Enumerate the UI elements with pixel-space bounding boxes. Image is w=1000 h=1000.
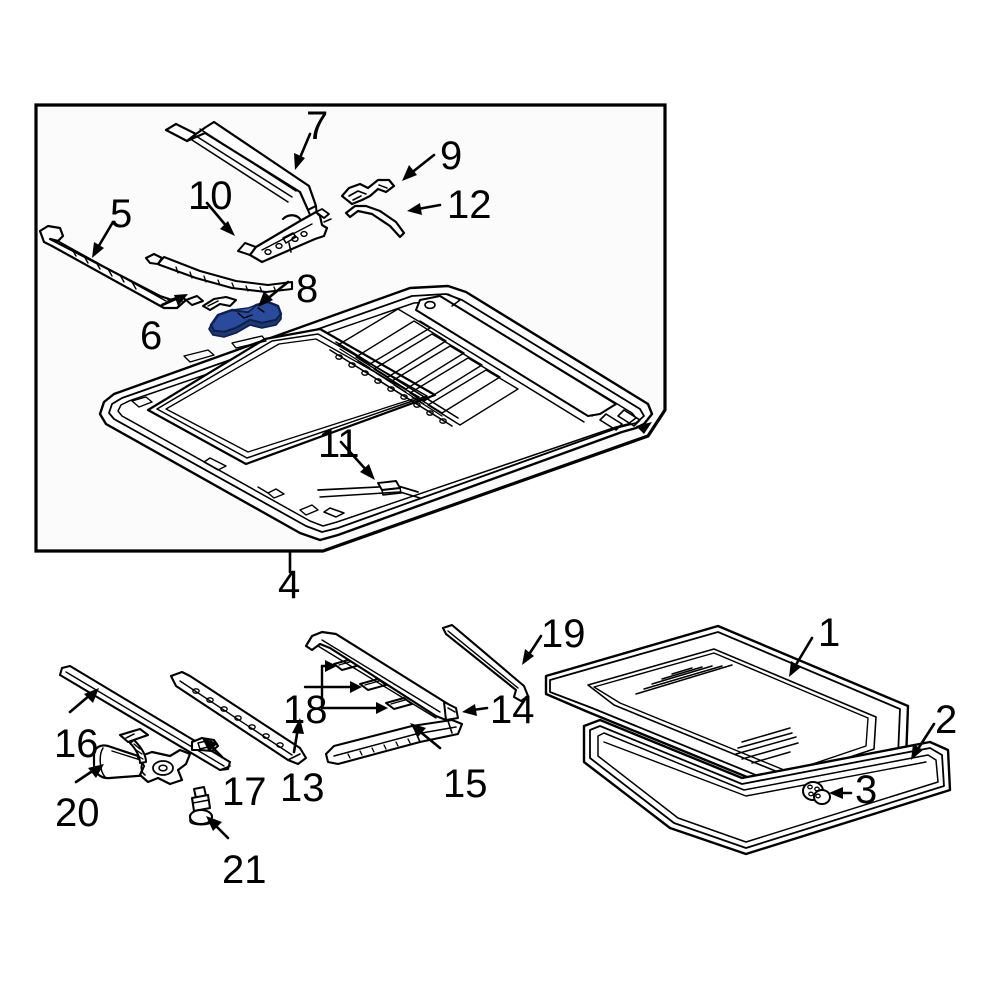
callout-3: 3 [855,768,878,812]
part-16-trim-strip [58,664,232,772]
part-14-end-cap [443,701,459,721]
callout-13: 13 [280,766,325,810]
callout-leaders [68,132,936,840]
callout-11: 11 [318,422,360,466]
sunshade-slat-panel [329,293,617,427]
callout-18: 18 [283,688,328,732]
callout-21: 21 [222,848,267,892]
part-15-guide-slide [324,718,464,766]
callout-15: 15 [443,762,488,806]
part-20-drive-motor [92,727,192,786]
part-21-bushing [188,786,214,826]
part-3-glass-fastener [802,781,831,805]
callout-19: 19 [541,612,586,656]
part-14-curved-rail [304,630,459,722]
callout-9: 9 [440,134,463,178]
callout-17: 17 [222,770,267,814]
callout-14: 14 [490,688,535,732]
part-9-latch-clip [340,178,396,206]
part-2-seal-frame [582,718,952,856]
part-10-perforated-rail [237,208,332,264]
callout-6: 6 [140,314,163,358]
callout-12: 12 [447,183,492,227]
callout-8: 8 [296,267,319,311]
part-11-frame-stop [377,480,402,496]
callout-1: 1 [818,611,841,655]
part-6-small-bracket [185,295,238,312]
callout-16: 16 [54,722,99,766]
callout-10: 10 [188,174,233,218]
part-8-highlighted-bracket [208,300,283,338]
callout-2: 2 [935,698,958,742]
callout-7: 7 [306,104,329,148]
callout-5: 5 [110,192,133,236]
part-19-rod [441,623,530,703]
callout-20: 20 [55,791,100,835]
part-1-glass-panel [544,624,910,799]
callout-4: 4 [278,563,301,607]
part-13-perforated-rail [169,670,308,766]
part-12-drain-tube [344,204,406,239]
